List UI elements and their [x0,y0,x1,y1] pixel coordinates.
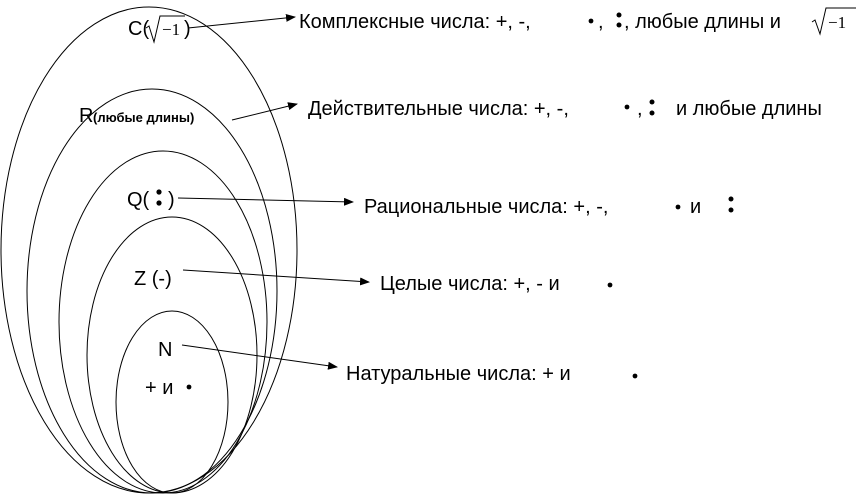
real-label: R (любые длины) [79,105,194,127]
natural-description: Натуральные числа: + и [346,363,638,385]
svg-text:−1: −1 [828,13,846,32]
svg-text:): ) [168,189,175,211]
svg-text:,: , [598,11,604,33]
svg-text:+ и: + и [145,377,173,399]
svg-text:и: и [690,196,701,218]
svg-text:,: , [637,98,643,120]
svg-text:и любые длины: и любые длины [676,98,822,120]
complex-description: Комплексные числа: +, -, , , любые длины… [299,7,856,36]
svg-text:(любые длины): (любые длины) [93,110,194,125]
svg-text:, любые длины и: , любые длины и [624,11,781,33]
rational-description: Рациональные числа: +, -, и [364,196,734,218]
division-dot-bottom [156,200,162,206]
svg-text:R: R [79,105,93,127]
complex-arrow [187,13,296,29]
rational-set-ellipse [58,150,268,494]
natural-arrow [181,344,338,370]
complex-label: C( −1 ) [128,15,191,44]
svg-text:Рациональные числа: +, -,: Рациональные числа: +, -, [364,196,608,218]
real-arrow [231,102,298,121]
integer-arrow [182,269,370,286]
svg-text:Комплексные числа: +, -,: Комплексные числа: +, -, [299,11,531,33]
division-dot-top [156,189,162,195]
svg-text:Целые числа: +, - и: Целые числа: +, - и [380,273,560,295]
integer-label: Z (-) [134,268,172,290]
svg-text:−1: −1 [162,20,180,39]
rational-label: Q( ) [127,189,175,211]
real-description: Действительные числа: +, -, , и любые дл… [308,98,822,120]
natural-label: N [158,339,172,361]
multiply-dot [186,384,192,390]
integer-description: Целые числа: +, - и [380,273,613,295]
svg-text:Q(: Q( [127,189,150,211]
natural-ops: + и [145,377,192,399]
svg-text:): ) [184,18,191,40]
svg-text:C(: C( [128,18,149,40]
svg-text:Натуральные числа: + и: Натуральные числа: + и [346,363,571,385]
natural-set-ellipse [115,310,229,494]
svg-text:Действительные числа: +, -,: Действительные числа: +, -, [308,98,569,120]
rational-arrow [177,197,354,206]
complex-set-ellipse [0,6,298,494]
real-set-ellipse [26,88,278,494]
